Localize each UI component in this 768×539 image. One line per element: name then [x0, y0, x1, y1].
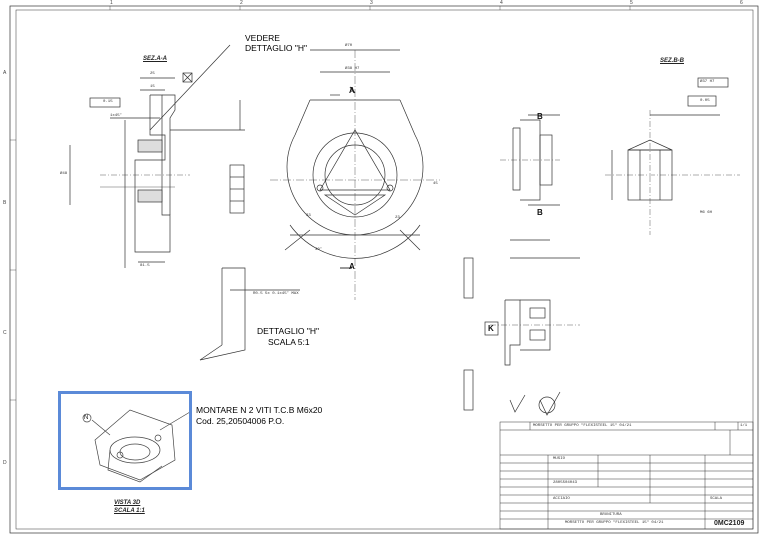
ruler-top-3: 3: [370, 0, 373, 6]
dim-d48: Ø48: [60, 172, 68, 176]
dettaglio-h-scale: SCALA 5:1: [268, 337, 310, 347]
section-arrow-a-top: A: [349, 86, 355, 95]
title-block-grid: [499, 421, 754, 530]
datum-stack-left: [229, 164, 245, 214]
title-code: 2805504043: [553, 481, 578, 485]
ruler-top-1: 1: [110, 0, 113, 6]
section-b-b-view: [605, 77, 740, 235]
detail-h-view: [199, 267, 300, 361]
isometric-3d-part: [82, 409, 191, 483]
front-view: [270, 49, 440, 300]
view-3d-scale: SCALA 1:1: [114, 508, 145, 514]
roughness-symbols: [509, 391, 561, 416]
tol-005: 0.05: [700, 99, 710, 103]
ruler-left-c: C: [3, 330, 7, 336]
title-designer: MUSIO: [553, 457, 566, 461]
ruler-top-2: 2: [240, 0, 243, 6]
dettaglio-h-title: DETTAGLIO "H": [257, 326, 320, 336]
detail-note: R0.5 5x 0.1x45° MAX: [253, 292, 299, 296]
title-description-top: MORSETTO PER GRUPPO "FLEXISTEEL 15" 04/2…: [533, 424, 632, 428]
tol-015: 0.15: [103, 100, 113, 104]
title-sheet: 1/1: [740, 424, 748, 428]
highlight-box: [58, 391, 192, 490]
datum-n-label: N: [84, 415, 89, 421]
title-scale: SCALA: [710, 497, 723, 501]
section-a-a-view: [69, 44, 245, 268]
title-material: ACCIAIO: [553, 497, 570, 501]
dim-81: 81.5: [140, 264, 150, 268]
assembly-note: MONTARE N 2 VITI T.C.B M6x20: [196, 405, 323, 415]
ruler-top-6: 6: [740, 0, 743, 6]
title-finish: BRUNITURA: [600, 513, 622, 517]
ruler-left-d: D: [3, 460, 7, 466]
outer-frame: [9, 5, 759, 534]
bracket-view: [463, 239, 580, 411]
dim-m6: M6 6H: [700, 211, 713, 215]
ruler-top-5: 5: [630, 0, 633, 6]
side-view-b: [500, 114, 560, 206]
section-arrow-b-top: B: [537, 112, 543, 121]
dim-d70: Ø70: [345, 44, 353, 48]
ruler-left-b: B: [3, 200, 7, 206]
code-note: Cod. 25,20504006 P.O.: [196, 416, 285, 426]
dim-d37: Ø37 H7: [700, 80, 715, 84]
section-a-a-label: SEZ.A-A: [143, 56, 167, 62]
section-arrow-b-bottom: B: [537, 208, 543, 217]
section-b-b-label: SEZ.B-B: [660, 58, 684, 64]
dim-d33: 33: [306, 214, 311, 218]
inner-frame: [15, 9, 754, 530]
drawing-number: 0MC2109: [714, 520, 745, 527]
dim-d38: Ø38 H7: [345, 67, 360, 71]
title-description: MORSETTO PER GRUPPO "FLEXISTEEL 15" 04/2…: [565, 521, 664, 525]
dim-angle: 30°: [315, 248, 323, 252]
vedere-dettaglio-note: VEDERE DETTAGLIO "H": [245, 33, 308, 53]
dim-chamfer: 1x45°: [110, 114, 123, 118]
ruler-left-a: A: [3, 70, 7, 76]
datum-k-label: K: [488, 324, 494, 333]
dim-d45: 45: [433, 182, 438, 186]
dim-d23: 23: [395, 216, 400, 220]
dim-d25: 25: [150, 72, 155, 76]
ruler-top-4: 4: [500, 0, 503, 6]
dim-d15: 15: [150, 85, 155, 89]
section-arrow-a-bottom: A: [349, 262, 355, 271]
view-3d-label: VISTA 3D: [114, 500, 141, 506]
